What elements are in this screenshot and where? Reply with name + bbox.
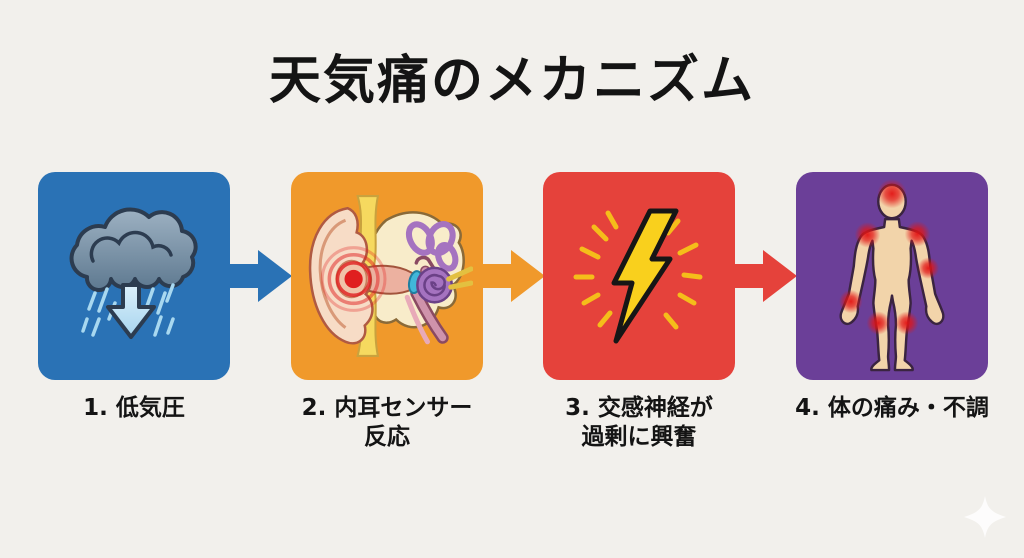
step-label-line: 3. 交感神経が <box>565 395 713 421</box>
step-label-line: 1. 低気圧 <box>83 395 185 421</box>
rain-cloud-icon <box>69 207 198 339</box>
sparkle-icon <box>964 496 1006 538</box>
step-label-nerve-excite: 3. 交感神経が 過剰に興奮 <box>509 394 769 452</box>
step-label-body-pain: 4. 体の痛み・不調 <box>762 394 1022 423</box>
step-label-low-pressure: 1. 低気圧 <box>4 394 264 423</box>
step-card-nerve-excite <box>543 172 735 380</box>
right-arrow-icon <box>227 250 292 302</box>
step-label-inner-ear: 2. 内耳センサー 反応 <box>257 394 517 452</box>
step-card-inner-ear <box>291 172 483 380</box>
right-arrow-icon <box>480 250 545 302</box>
right-arrow-icon <box>732 250 797 302</box>
flow-arrow-3 <box>732 246 798 306</box>
inner-ear-icon <box>308 195 473 357</box>
sparkle-watermark <box>962 494 1008 540</box>
lightning-bolt-icon <box>573 208 703 344</box>
flow-arrow-1 <box>227 246 293 306</box>
step-label-line: 4. 体の痛み・不調 <box>795 395 989 421</box>
step-label-line: 反応 <box>364 424 410 451</box>
step-card-body-pain <box>796 172 988 380</box>
step-label-line: 過剰に興奮 <box>581 424 697 451</box>
step-card-low-pressure <box>38 172 230 380</box>
body-pain-icon <box>839 178 945 372</box>
flow-arrow-2 <box>480 246 546 306</box>
page-title: 天気痛のメカニズム <box>268 51 755 111</box>
step-label-line: 2. 内耳センサー <box>301 395 473 421</box>
